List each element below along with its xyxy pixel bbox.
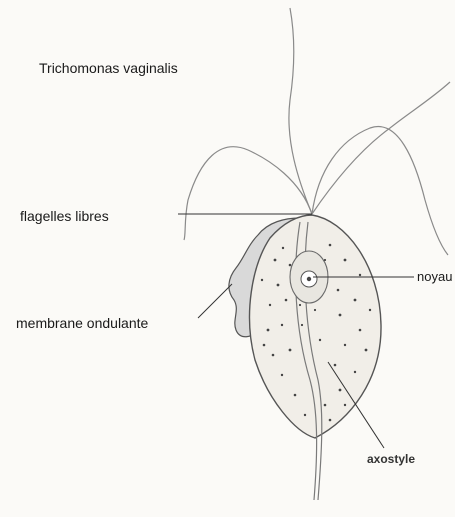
flagellum-1 — [289, 8, 312, 214]
label-membrane: membrane ondulante — [16, 315, 148, 331]
nucleolus — [307, 277, 311, 281]
diagram-title: Trichomonas vaginalis — [39, 60, 178, 76]
flagellum-4 — [312, 82, 450, 214]
label-nucleus: noyau — [417, 269, 452, 284]
leader-membrane — [198, 284, 232, 318]
label-flagella: flagelles libres — [20, 208, 109, 224]
label-axostyle: axostyle — [367, 452, 415, 466]
cell-body — [250, 215, 381, 438]
